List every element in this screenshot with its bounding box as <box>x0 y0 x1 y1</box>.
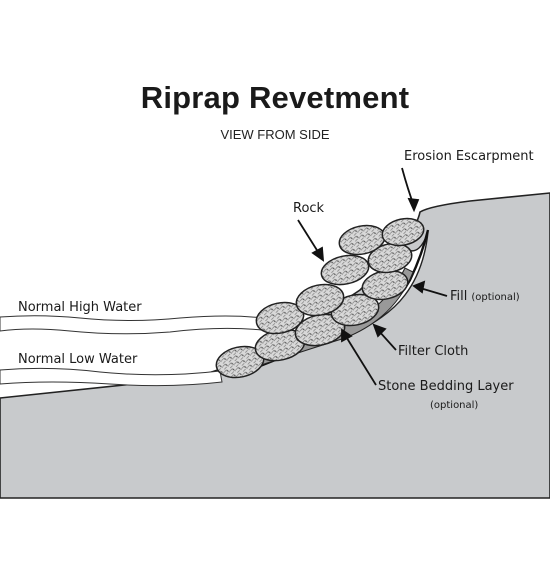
low-water-band <box>0 367 223 387</box>
arrow-head <box>341 328 353 343</box>
arrow-head <box>311 246 325 262</box>
label-normal-low-water: Normal Low Water <box>18 352 138 367</box>
arrow-head <box>407 197 420 213</box>
rock <box>295 283 345 317</box>
label-fill-main: Fill <box>450 289 467 304</box>
diagram-title: Riprap Revetment <box>140 80 410 115</box>
label-fill-note: (optional) <box>471 292 519 303</box>
leader-lines <box>297 167 448 386</box>
arrow-fill <box>419 287 448 297</box>
label-erosion-escarpment: Erosion Escarpment <box>404 149 534 164</box>
arrow-rock <box>297 219 321 256</box>
label-normal-high-water: Normal High Water <box>18 300 142 315</box>
label-filter-cloth: Filter Cloth <box>398 344 468 359</box>
label-stone-bedding-note: (optional) <box>430 400 478 411</box>
arrow-head <box>372 323 387 338</box>
rock-group <box>215 217 425 379</box>
diagram-subtitle: VIEW FROM SIDE <box>220 127 330 142</box>
label-rock: Rock <box>293 201 325 216</box>
label-fill: Fill (optional) <box>450 289 520 304</box>
rock <box>367 242 413 274</box>
high-water-band <box>0 315 263 335</box>
arrow-stone-bedding <box>344 334 377 386</box>
rock <box>381 217 425 247</box>
rock <box>320 254 370 286</box>
label-stone-bedding: Stone Bedding Layer <box>378 379 514 394</box>
arrow-head <box>412 280 426 294</box>
